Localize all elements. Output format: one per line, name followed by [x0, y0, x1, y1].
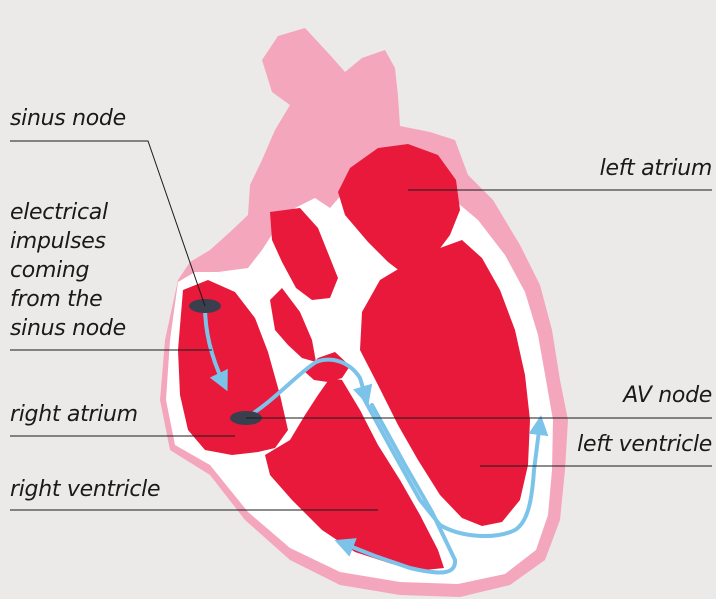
label-impulses-line4: from the [10, 287, 102, 313]
label-av-node: AV node [623, 383, 712, 409]
label-right-atrium: right atrium [10, 402, 138, 428]
label-left-ventricle: left ventricle [577, 432, 712, 458]
label-right-ventricle: right ventricle [10, 477, 160, 503]
label-impulses-line3: coming [10, 258, 89, 284]
label-left-atrium: left atrium [600, 156, 712, 182]
label-impulses-line2: impulses [10, 229, 106, 255]
label-sinus-node: sinus node [10, 106, 126, 132]
label-impulses-line1: electrical [10, 200, 108, 226]
label-impulses-line5: sinus node [10, 316, 126, 342]
